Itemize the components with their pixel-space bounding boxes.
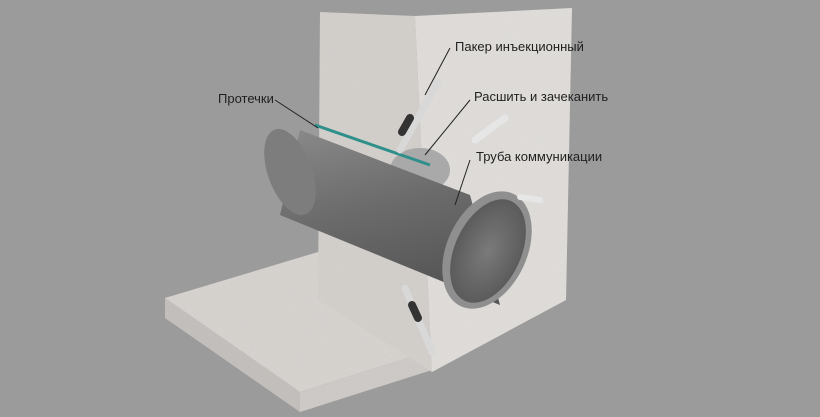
label-seal: Расшить и зачеканить xyxy=(474,89,609,104)
pipe xyxy=(264,123,532,309)
label-injection-packer: Пакер инъекционный xyxy=(455,39,584,54)
leader-lines xyxy=(274,47,471,206)
injection-packers xyxy=(396,78,543,356)
label-leaks: Протечки xyxy=(218,91,274,106)
floor-slab xyxy=(165,252,432,412)
leak-line xyxy=(314,123,431,167)
label-pipe: Труба коммуникации xyxy=(476,149,603,164)
